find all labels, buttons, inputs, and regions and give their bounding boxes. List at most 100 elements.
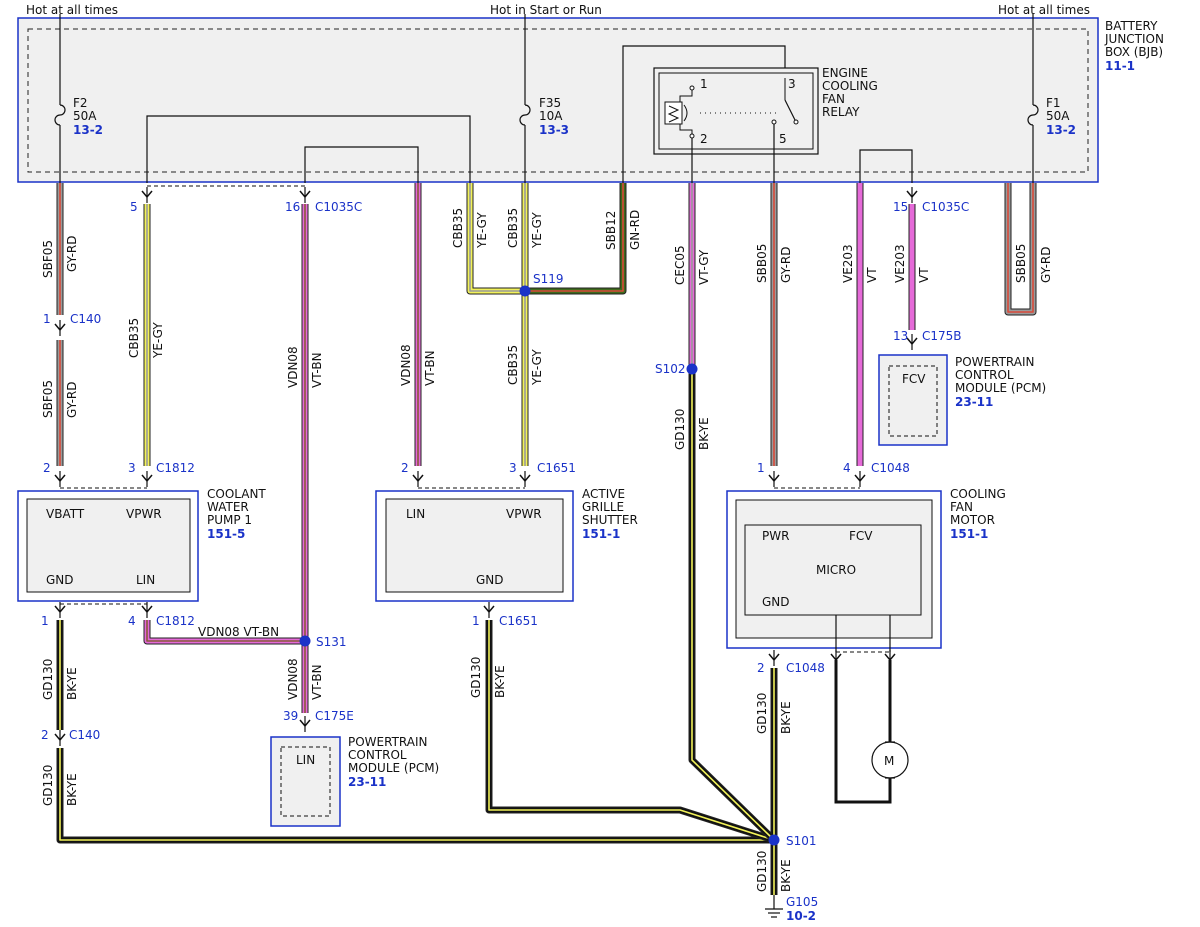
- shutter-pin-gnd: GND: [476, 573, 504, 587]
- wire-cbb35-c-circuit: CBB35: [506, 345, 520, 385]
- relay-name-line-2: COOLING: [822, 79, 878, 93]
- wire-cbb35-left-circuit: CBB35: [127, 318, 141, 358]
- wire-gd130-c-color: BK-YE: [493, 665, 507, 698]
- wire-sbb05-a-color: GY-RD: [779, 246, 793, 283]
- c1035c-pin-15: 15: [893, 200, 908, 214]
- pcm-top-inner-box: [888, 365, 938, 437]
- relay-pin2-dot: [689, 133, 695, 139]
- wire-gd130-l2-circuit: GD130: [41, 765, 55, 806]
- relay-pin1-dot: [689, 85, 695, 91]
- wire-sbb12-circuit: SBB12: [604, 211, 618, 250]
- pump-pin-lin: LIN: [136, 573, 155, 587]
- c1035c-id-a: C1035C: [315, 200, 362, 214]
- relay-inner: [658, 72, 814, 150]
- shutter-pin-vpwr: VPWR: [506, 507, 542, 521]
- wire-gd130-l1-circuit: GD130: [41, 659, 55, 700]
- c1812-pin-2: 2: [43, 461, 51, 475]
- wire-sbb05-a-circuit: SBB05: [755, 244, 769, 283]
- c1048-id-b: C1048: [786, 661, 825, 675]
- c1035c-pin-5: 5: [130, 200, 138, 214]
- wire-cbb35-b-circuit: CBB35: [506, 208, 520, 248]
- relay-pin-1: 1: [700, 77, 708, 91]
- fan-name-line-3: MOTOR: [950, 513, 995, 527]
- wire-vdn08-c-circuit: VDN08: [286, 658, 300, 700]
- relay-pin5-dot: [771, 119, 777, 125]
- c1651-id-a: C1651: [537, 461, 576, 475]
- pcm-bottom-ref: 23-11: [348, 775, 386, 789]
- wire-ve203-b-color: VT: [917, 267, 931, 283]
- fuse-f35-symbol: [519, 104, 531, 126]
- c175e-id: C175E: [315, 709, 354, 723]
- fan-pin-fcv: FCV: [849, 529, 873, 543]
- wire-gd130-g-color: BK-YE: [779, 859, 793, 892]
- bjb-name-line-1: BATTERY: [1105, 19, 1158, 33]
- relay-pin-5: 5: [779, 132, 787, 146]
- wire-sbf05-top-circuit: SBF05: [41, 240, 55, 278]
- c1812-pin-4: 4: [128, 614, 136, 628]
- wire-cbb35-c-color: YE-GY: [530, 349, 544, 386]
- wire-vdn08-horizontal-stripe: [146, 620, 305, 642]
- splice-s101-dot: [768, 834, 780, 846]
- pcm-top-pin: FCV: [902, 372, 926, 386]
- feed-label-center: Hot in Start or Run: [490, 3, 602, 17]
- wire-sbf05-bot-color: GY-RD: [65, 381, 79, 418]
- wire-ve203-a-color: VT: [865, 267, 879, 283]
- fuse-f1-ref: 13-2: [1046, 123, 1076, 137]
- wire-gd130-c-outline: [485, 620, 776, 844]
- shutter-name-line-1: ACTIVE: [582, 487, 625, 501]
- bjb-inner-outline: [27, 28, 1089, 173]
- c1651-pin-1: 1: [472, 614, 480, 628]
- wire-sbb12-stripe: [525, 183, 624, 292]
- c1035c-id-b: C1035C: [922, 200, 969, 214]
- c1048-pin-1: 1: [757, 461, 765, 475]
- relay-coil-lead-top: [679, 88, 693, 102]
- relay-switch-blade: [784, 99, 796, 121]
- c1048-id-a: C1048: [871, 461, 910, 475]
- pump-name-line-2: WATER: [207, 500, 249, 514]
- wire-gd130-l2-stripe: [59, 748, 774, 841]
- pcm-top-name-line-1: POWERTRAIN: [955, 355, 1035, 369]
- fuse-f1-symbol: [1027, 104, 1039, 126]
- ground-ref: 10-2: [786, 909, 816, 923]
- motor-wire-a: [834, 660, 892, 804]
- relay-pin-2: 2: [700, 132, 708, 146]
- c1651-id-b: C1651: [499, 614, 538, 628]
- wire-gd130-c-stripe: [488, 620, 775, 841]
- shutter-ref: 151-1: [582, 527, 620, 541]
- wire-gd130-mid-stripe: [691, 369, 775, 841]
- feed-label-right: Hot at all times: [998, 3, 1090, 17]
- fuse-f35-rating: 10A: [539, 109, 563, 123]
- bjb-name-line-2: JUNCTION: [1104, 32, 1164, 46]
- c1651-pin-2: 2: [401, 461, 409, 475]
- wire-sbf05-top-color: GY-RD: [65, 235, 79, 272]
- splice-s102-label: S102: [655, 362, 686, 376]
- shutter-pin-lin: LIN: [406, 507, 425, 521]
- wire-gd130-g-circuit: GD130: [755, 851, 769, 892]
- motor-label: M: [884, 754, 894, 768]
- fuse-f1-name: F1: [1046, 96, 1061, 110]
- wires-layer: [56, 183, 1037, 895]
- wire-cec05-circuit: CEC05: [673, 245, 687, 285]
- pcm-bottom-pin: LIN: [296, 753, 315, 767]
- wire-sbb12-color: GN-RD: [628, 210, 642, 250]
- c140-pin-1: 1: [43, 312, 51, 326]
- c1812-pin-1: 1: [41, 614, 49, 628]
- pcm-top-name-line-2: CONTROL: [955, 368, 1014, 382]
- ground-id: G105: [786, 895, 818, 909]
- bjb-box: [17, 17, 1099, 183]
- relay-coil-lead-bottom: [679, 124, 693, 136]
- shutter-name-line-3: SHUTTER: [582, 513, 638, 527]
- pump-ref: 151-5: [207, 527, 245, 541]
- c140-id-a: C140: [70, 312, 101, 326]
- wire-vdn08-b-circuit: VDN08: [399, 344, 413, 386]
- relay-switch-contact: [793, 119, 799, 125]
- fuse-f35-name: F35: [539, 96, 561, 110]
- wire-cec05-color: VT-GY: [697, 249, 711, 285]
- c175e-pin-39: 39: [283, 709, 298, 723]
- pump-pin-vpwr: VPWR: [126, 507, 162, 521]
- fuse-f2-symbol: [54, 104, 66, 126]
- relay-name-line-3: FAN: [822, 92, 845, 106]
- wire-cbb35-a-circuit: CBB35: [451, 208, 465, 248]
- wire-vdn08-a-circuit: VDN08: [286, 346, 300, 388]
